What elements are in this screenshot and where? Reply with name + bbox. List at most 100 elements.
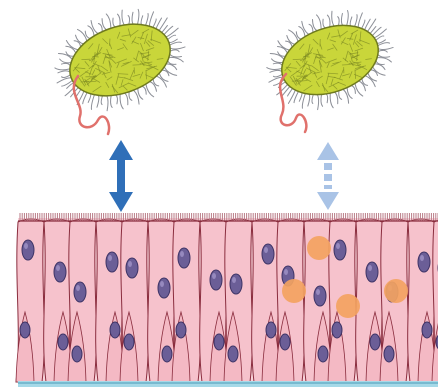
basal-nucleus [58,334,68,350]
basal-nucleus [280,334,290,350]
nucleus-highlight [108,255,112,261]
nucleus [334,240,346,260]
pilus [355,82,363,97]
pilus [139,16,146,25]
basal-nucleus [332,322,342,338]
nucleus [314,286,326,306]
pilus [301,21,309,36]
epithelial-cell-layer [16,213,438,387]
pilus [114,95,119,104]
pilus [165,28,180,37]
pilus [116,14,122,26]
arrow-head-up [109,140,133,160]
pilus [324,94,329,103]
pilus [118,94,126,109]
basal-nucleus [162,346,172,362]
pilus [61,81,73,87]
dashed-double-headed-arrow [317,142,339,210]
nucleus-highlight [212,273,216,279]
nucleus [418,252,430,272]
pilus [111,18,116,27]
basement-membrane [18,381,438,387]
nucleus [210,270,222,290]
pilus [55,63,70,73]
nucleus-highlight [56,265,60,271]
pilus [278,38,290,53]
nucleus [54,262,66,282]
pilus [348,17,355,26]
basal-nucleus [370,334,380,350]
pilus [339,13,347,25]
basal-nucleus [124,334,134,350]
nucleus-highlight [160,281,164,287]
arrow-dash [324,163,332,170]
arrow-shaft [117,158,125,196]
arrow-dash [324,185,332,189]
pilus [129,12,137,24]
nucleus-highlight [420,255,424,261]
orange-particle [282,279,306,303]
pilus [343,89,350,104]
basal-nucleus [176,322,186,338]
arrow-head-up [317,142,339,160]
nucleus-highlight [316,289,320,295]
pilus [299,25,306,37]
nucleus [106,252,118,272]
nucleus [74,282,86,302]
pilus [66,38,78,53]
pilus [316,14,323,29]
pilus [321,19,326,28]
nucleus [126,258,138,278]
pilus [335,16,341,25]
orange-particle [336,294,360,318]
pilus [311,19,317,31]
pilus [126,15,132,24]
basal-nucleus [110,322,120,338]
nucleus [178,248,190,268]
double-headed-arrow [109,140,133,212]
pilus [128,92,133,101]
pilus [146,83,154,98]
nucleus [22,240,34,260]
pilus [77,28,87,43]
nucleus [230,274,242,294]
orange-particle [384,279,408,303]
pilus [93,95,102,107]
basal-nucleus [228,346,238,362]
basal-nucleus [422,322,432,338]
pilus [170,41,182,47]
pilus [156,74,166,89]
nucleus-highlight [284,269,288,275]
orange-particle [307,236,331,260]
nucleus-highlight [336,243,340,249]
pilus [133,90,140,105]
pilus [346,87,352,99]
basal-nucleus [266,322,276,338]
pilus [365,74,375,89]
pilus [170,51,182,60]
basal-nucleus [214,334,224,350]
arrow-dash [324,174,332,181]
pilus [88,25,95,37]
pilus [326,15,332,27]
nucleus-highlight [76,285,80,291]
arrow-head-down [317,192,339,210]
nucleus-highlight [128,261,132,267]
nucleus [262,244,274,264]
pilus [310,94,316,103]
basal-nucleus [384,346,394,362]
pilus [328,93,336,108]
pilus [378,41,390,47]
nucleus [158,278,170,298]
pilus [150,80,157,92]
nucleus-highlight [368,265,372,271]
nucleus-highlight [180,251,184,257]
left-bacterium [41,0,198,128]
right-bacterium [253,0,406,126]
basal-nucleus [20,322,30,338]
basal-nucleus [72,346,82,362]
nucleus [366,262,378,282]
pilus [99,96,105,105]
